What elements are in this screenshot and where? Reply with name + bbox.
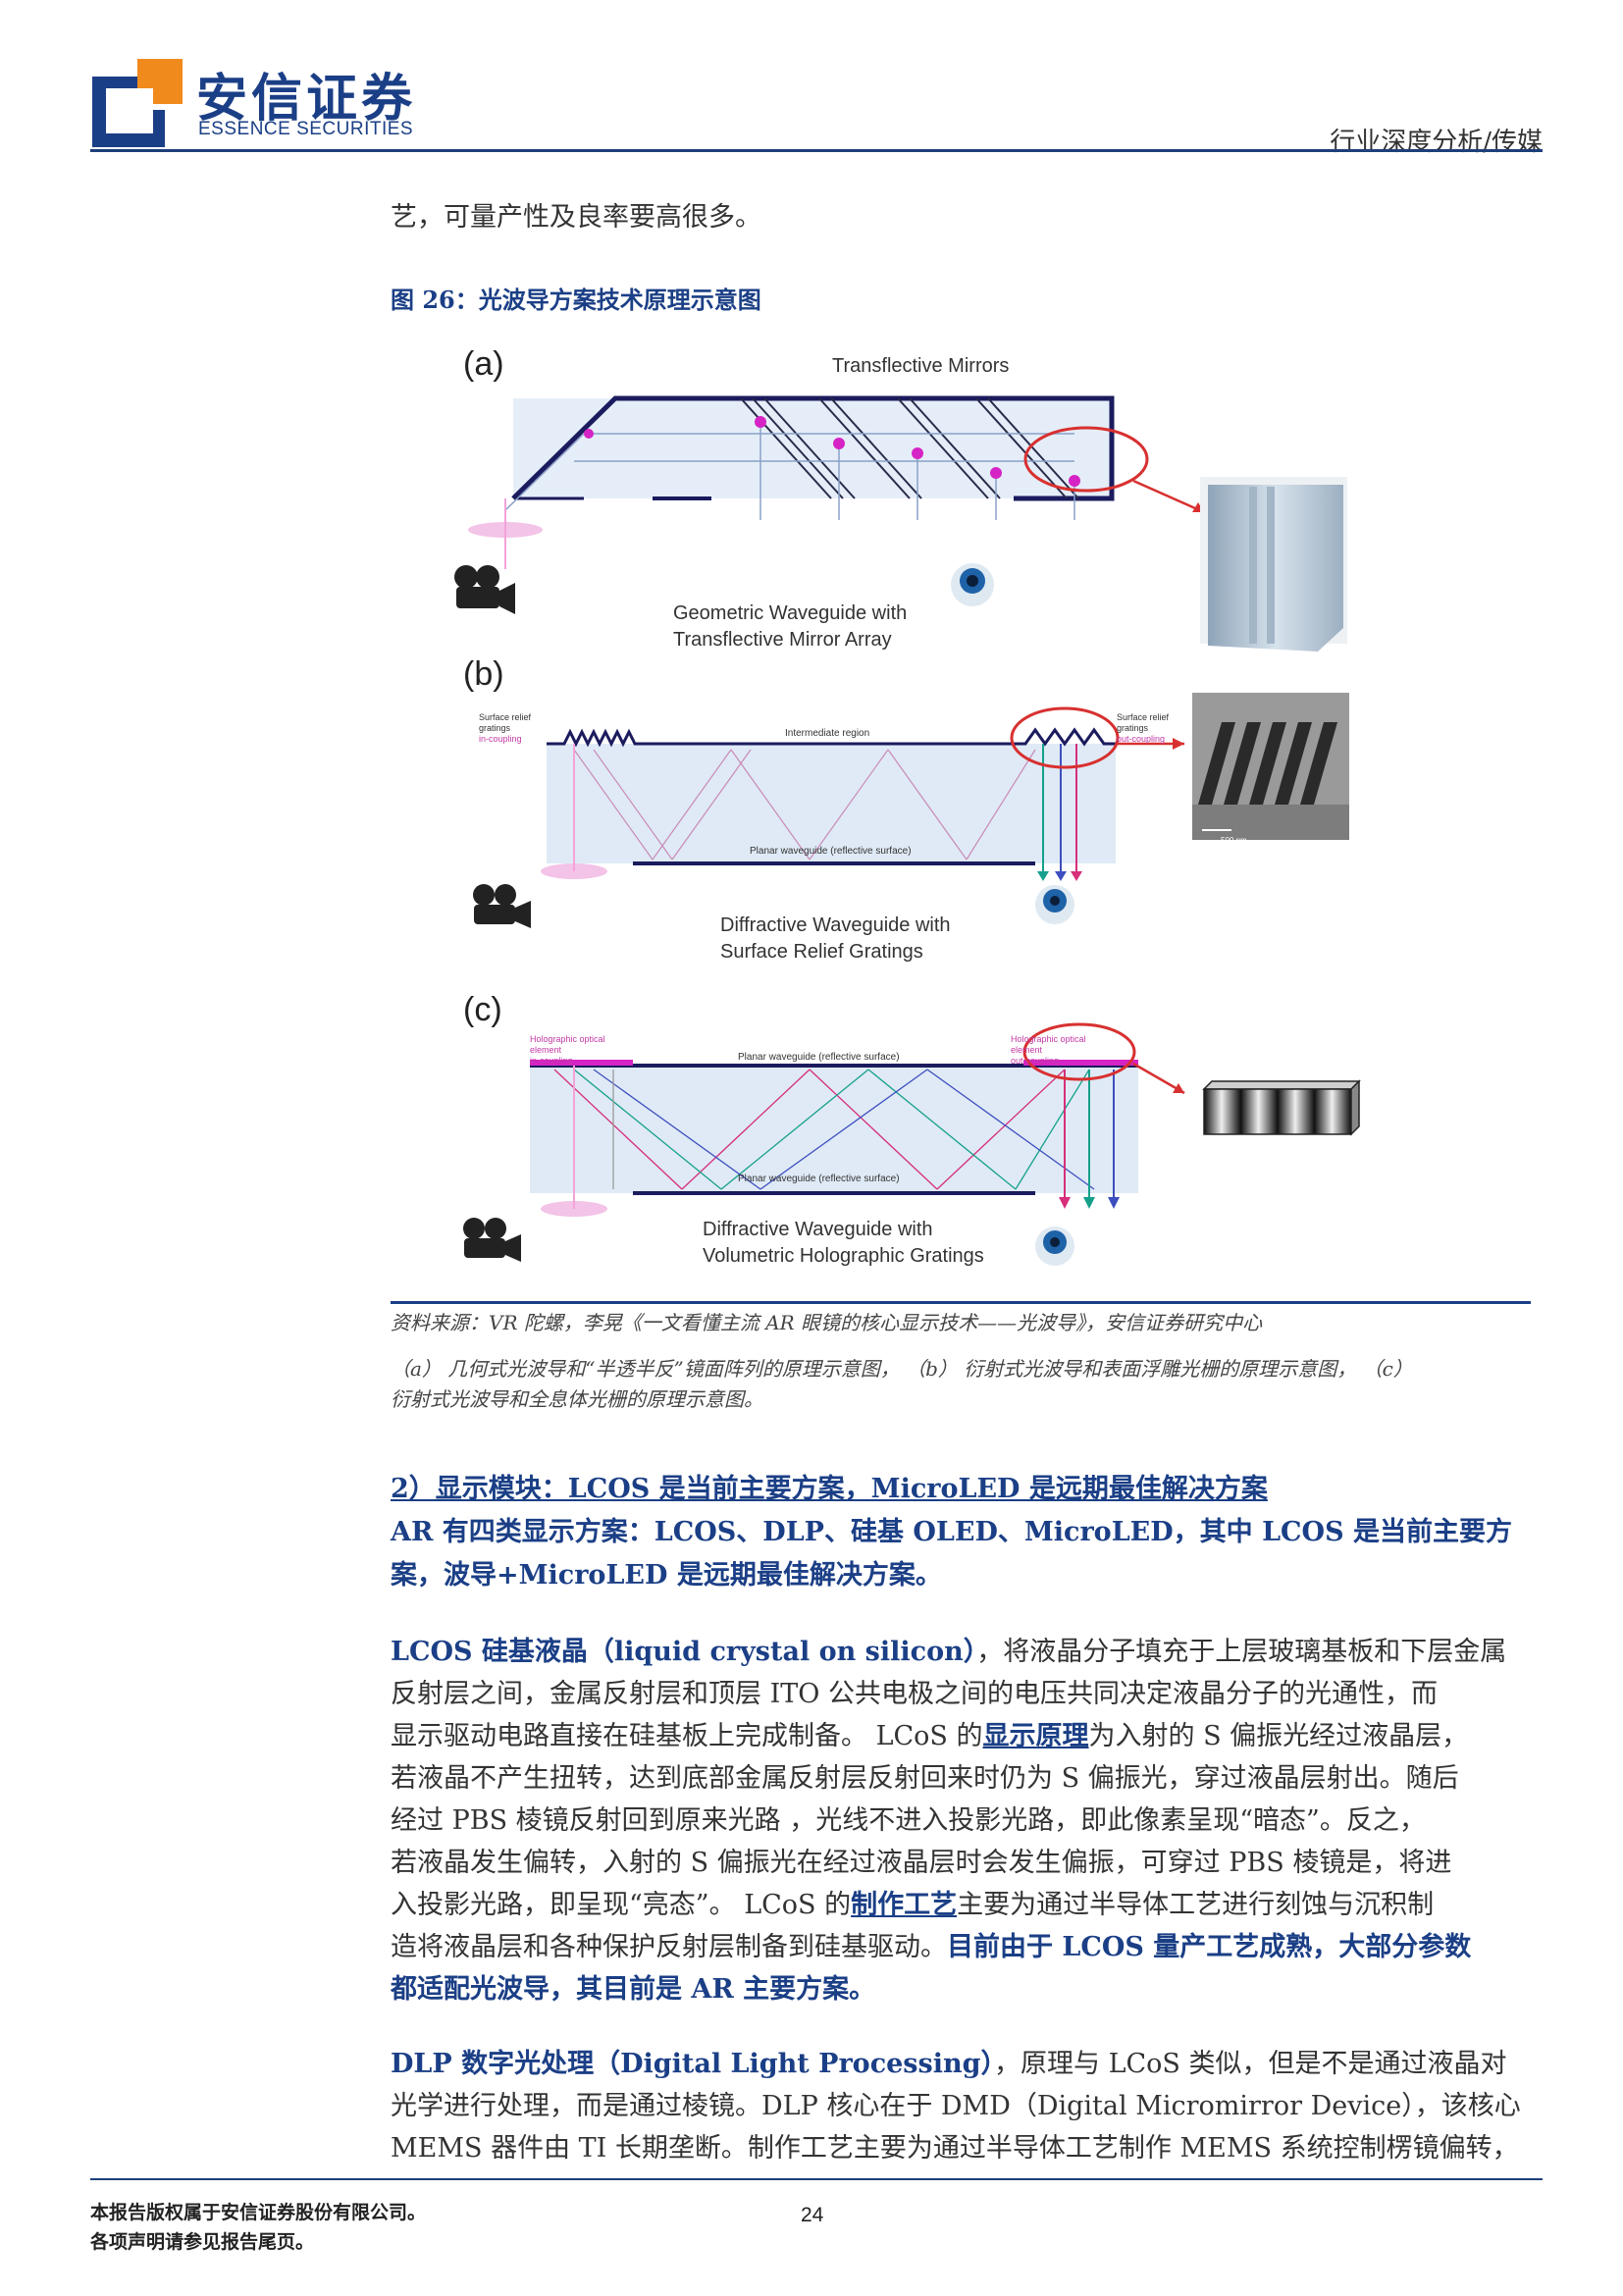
panel-b-caption-l1: Diffractive Waveguide with — [720, 914, 951, 936]
lcos-l1: ，将液晶分子填充于上层玻璃基板和下层金属 — [976, 1637, 1507, 1667]
panel-c-label-right-text: Holographic optical element — [1011, 1034, 1086, 1055]
panel-b-label-right-text: Surface relief gratings — [1117, 712, 1170, 733]
figure-rule — [391, 1301, 1531, 1304]
company-name-cn: 安信证券 — [196, 70, 417, 129]
panel-c-caption: Diffractive Waveguide with Volumetric Ho… — [703, 1217, 984, 1270]
dlp-l2: 光学进行处理，而是通过棱镜。DLP 核心在于 DMD（Digital Micro… — [391, 2091, 1521, 2121]
lcos-l2: 反射层之间，金属反射层和顶层 ITO 公共电极之间的电压共同决定液晶分子的光通性… — [391, 1679, 1438, 1709]
panel-b-label-bottom: Planar waveguide (reflective surface) — [750, 846, 912, 857]
lcos-display-principle: 显示原理 — [982, 1721, 1089, 1751]
figure-title: 图 26：光波导方案技术原理示意图 — [391, 286, 761, 314]
section-heading: 2）显示模块：LCOS 是当前主要方案，MicroLED 是远期最佳解决方案 — [391, 1474, 1268, 1504]
footer-rule — [90, 2178, 1543, 2180]
panel-c-label-mid: Planar waveguide (reflective surface) — [738, 1052, 900, 1063]
panel-c-label-right-sub: out-coupling — [1011, 1056, 1060, 1066]
panel-b-label-right-sub: out-coupling — [1117, 734, 1166, 744]
lcos-l6: 若液晶发生偏转，入射的 S 偏振光在经过液晶层时会发生偏振，可穿过 PBS 棱镜… — [391, 1848, 1452, 1878]
lcos-l8-a: 造将液晶层和各种保护反射层制备到硅基驱动。 — [391, 1932, 947, 1962]
header-rule — [90, 149, 1543, 152]
footer-line2: 各项声明请参见报告尾页。 — [90, 2231, 315, 2253]
dlp-l1: ，原理与 LCoS 类似，但是不是通过液晶对 — [993, 2049, 1507, 2079]
section-summary: AR 有四类显示方案：LCOS、DLP、硅基 OLED、MicroLED，其中 … — [391, 1511, 1512, 1597]
panel-c-tag: (c) — [463, 991, 502, 1028]
panel-a-caption-l2: Transflective Mirror Array — [673, 629, 892, 651]
waveguide-schematic — [454, 395, 1347, 652]
logo-mark-icon — [92, 59, 183, 147]
lcos-l3-c: 为入射的 S 偏振光经过液晶层， — [1088, 1721, 1469, 1751]
panel-b-label-left: Surface relief gratings in-coupling — [479, 712, 557, 745]
lcos-l5: 经过 PBS 棱镜反射回到原来光路 ，光线不进入投影光路，即此像素呈现“暗态”。… — [391, 1805, 1426, 1836]
dlp-l3: MEMS 器件由 TI 长期垄断。制作工艺主要为通过半导体工艺制作 MEMS 系… — [391, 2133, 1519, 2164]
lcos-l7-a: 入投影光路，即呈现“亮态”。 LCoS 的 — [391, 1890, 852, 1920]
intro-paragraph-tail: 艺，可量产性及良率要高很多。 — [391, 202, 761, 233]
waveguide-diagram — [388, 334, 1541, 1285]
lcos-l4: 若液晶不产生扭转，达到底部金属反射层反射回来时仍为 S 偏振光，穿过液晶层射出。… — [391, 1763, 1459, 1794]
panel-b-label-left-sub: in-coupling — [479, 734, 522, 744]
panel-a-caption-l1: Geometric Waveguide with — [673, 602, 908, 624]
footer-line1: 本报告版权属于安信证券股份有限公司。 — [90, 2202, 427, 2223]
panel-b-label-left-text: Surface relief gratings — [479, 712, 532, 733]
panel-b-caption: Diffractive Waveguide with Surface Relie… — [720, 913, 951, 965]
panel-b-tag: (b) — [463, 655, 504, 693]
panel-a-caption: Geometric Waveguide with Transflective M… — [673, 600, 907, 653]
panel-b-label-mid: Intermediate region — [785, 728, 870, 739]
panel-b-caption-l2: Surface Relief Gratings — [720, 941, 923, 963]
panel-c-label-right: Holographic optical element out-coupling — [1011, 1034, 1099, 1067]
figure-source: 资料来源：VR 陀螺，李晃《一文看懂主流 AR 眼镜的核心显示技术——光波导》，… — [391, 1311, 1263, 1334]
lcos-term: LCOS 硅基液晶（liquid crystal on silicon） — [391, 1637, 977, 1667]
footer-disclaimer: 本报告版权属于安信证券股份有限公司。 各项声明请参见报告尾页。 — [90, 2198, 426, 2257]
section-summary-l1: AR 有四类显示方案：LCOS、DLP、硅基 OLED、MicroLED，其中 … — [391, 1517, 1512, 1547]
panel-c-label-left: Holographic optical element in-coupling — [530, 1034, 618, 1067]
panel-c-caption-l2: Volumetric Holographic Gratings — [703, 1245, 984, 1267]
dlp-term: DLP 数字光处理（Digital Light Processing） — [391, 2049, 994, 2079]
panel-a-tag: (a) — [463, 345, 504, 383]
panel-c-label-left-text: Holographic optical element — [530, 1034, 605, 1055]
lcos-l9: 都适配光波导，其目前是 AR 主要方案。 — [391, 1974, 876, 2005]
lcos-paragraph: LCOS 硅基液晶（liquid crystal on silicon），将液晶… — [391, 1631, 1548, 2010]
waveguide-panels-drawing — [463, 693, 1361, 1266]
lcos-l7-c: 主要为通过半导体工艺进行刻蚀与沉积制 — [957, 1890, 1435, 1920]
lcos-l3-a: 显示驱动电路直接在硅基板上完成制备。 LCoS 的 — [391, 1721, 983, 1751]
figure-note-l2: 衍射式光波导和全息体光栅的原理示意图。 — [391, 1387, 763, 1411]
page-number: 24 — [801, 2204, 824, 2226]
panel-c-caption-l1: Diffractive Waveguide with — [703, 1219, 933, 1240]
figure-note: （a） 几何式光波导和“半透半反”镜面阵列的原理示意图， （b） 衍射式光波导和… — [391, 1354, 1413, 1415]
panel-c-label-bottom: Planar waveguide (reflective surface) — [738, 1174, 900, 1184]
panel-c-label-left-sub: in-coupling — [530, 1056, 573, 1066]
company-name-en: ESSENCE SECURITIES — [198, 119, 414, 139]
report-section: 行业深度分析/传媒 — [1330, 128, 1543, 157]
dlp-paragraph: DLP 数字光处理（Digital Light Processing），原理与 … — [391, 2043, 1548, 2169]
section-summary-l2: 案，波导+MicroLED 是远期最佳解决方案。 — [391, 1560, 942, 1591]
panel-a-label-top: Transflective Mirrors — [832, 355, 1010, 377]
figure-note-l1: （a） 几何式光波导和“半透半反”镜面阵列的原理示意图， （b） 衍射式光波导和… — [391, 1357, 1413, 1381]
panel-b-label-right: Surface relief gratings out-coupling — [1117, 712, 1195, 745]
panel-b-scale: 500 nm — [1221, 836, 1247, 845]
lcos-process: 制作工艺 — [851, 1890, 958, 1920]
lcos-l8-b: 目前由于 LCOS 量产工艺成熟，大部分参数 — [947, 1932, 1472, 1962]
